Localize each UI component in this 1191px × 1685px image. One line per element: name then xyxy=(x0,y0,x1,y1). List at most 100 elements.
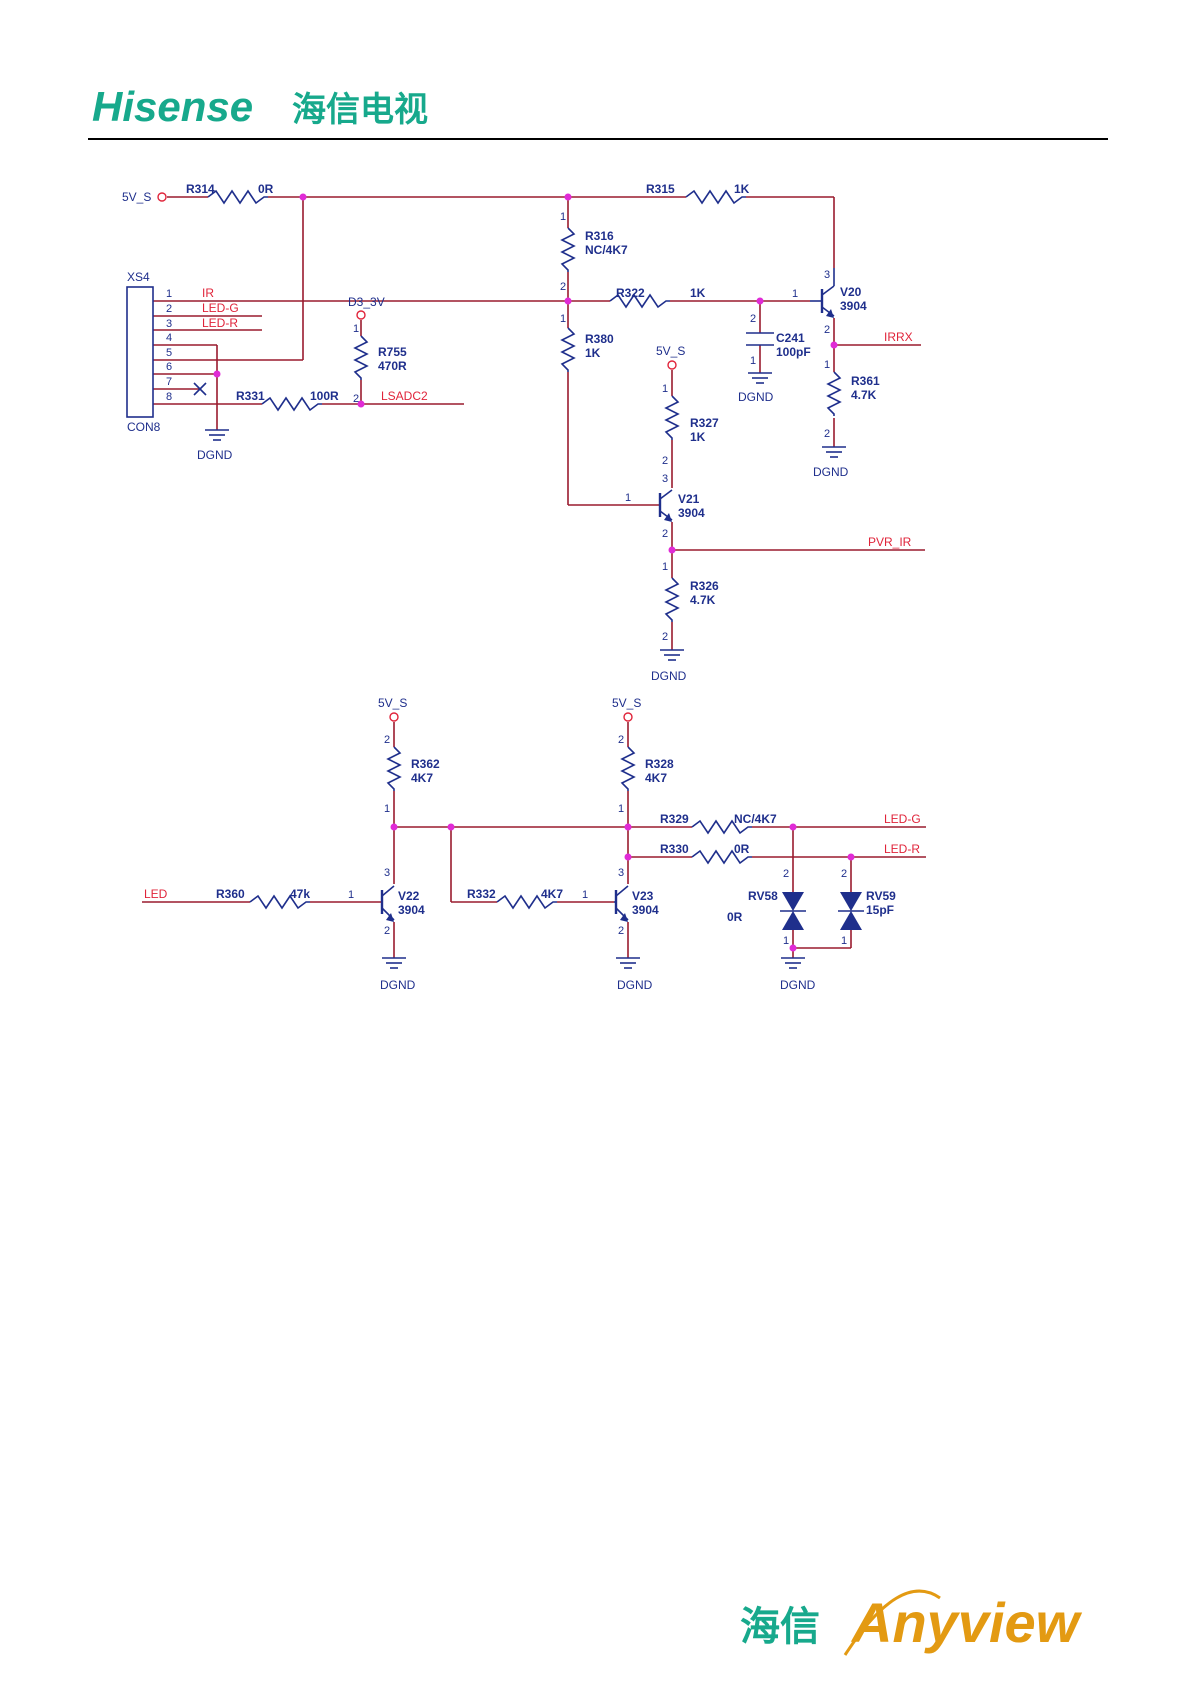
R326-value: 4.7K xyxy=(690,593,716,607)
ground-symbols xyxy=(205,372,846,969)
connector-pin-8: 8 xyxy=(166,391,172,403)
V22-ref: V22 xyxy=(398,889,420,903)
R360-symbol xyxy=(249,894,310,910)
pin-v20-1: 1 xyxy=(792,288,798,300)
junctions xyxy=(213,193,855,952)
pin-r328-2: 2 xyxy=(618,734,624,746)
R314-ref: R314 xyxy=(186,182,215,196)
connector-pin-2: 2 xyxy=(166,303,172,315)
R316-symbol xyxy=(560,227,576,272)
connector-pin-6: 6 xyxy=(166,361,172,373)
R332-value: 4K7 xyxy=(541,887,563,901)
power-5v-v22-label: 5V_S xyxy=(378,696,407,710)
connector-pin-1: 1 xyxy=(166,288,172,300)
component-labels: R314 0R R315 1K R316 NC/4K7 R322 1K R380… xyxy=(186,182,896,924)
V23-ref: V23 xyxy=(632,889,654,903)
R327-value: 1K xyxy=(690,430,706,444)
power-5v-label: 5V_S xyxy=(122,190,151,204)
resistor-symbols xyxy=(207,189,842,910)
C241-value: 100pF xyxy=(776,345,811,359)
pin-rv58-2: 2 xyxy=(783,868,789,880)
ground-labels: DGND DGND DGND DGND DGND DGND DGND xyxy=(197,390,849,992)
R316-ref: R316 xyxy=(585,229,614,243)
R362-value: 4K7 xyxy=(411,771,433,785)
pin-c241-1: 1 xyxy=(750,355,756,367)
gnd-r326 xyxy=(660,649,684,661)
R328-symbol xyxy=(620,746,636,791)
footer-logo-cn: 海信 xyxy=(740,1604,820,1650)
transistor-symbols xyxy=(380,268,835,922)
power-symbols: 5V_S D3_3V 5V_S 5V_S 5V_S xyxy=(122,190,685,722)
R361-ref: R361 xyxy=(851,374,880,388)
R380-value: 1K xyxy=(585,346,601,360)
net-led-r: LED-R xyxy=(884,842,920,856)
pin-r361-1: 1 xyxy=(824,359,830,371)
pin-r380-1: 1 xyxy=(560,313,566,325)
R361-value: 4.7K xyxy=(851,388,877,402)
pin-v21-3: 3 xyxy=(662,473,668,485)
footer-logo-swoosh xyxy=(843,1589,941,1656)
pin-v20-3: 3 xyxy=(824,269,830,281)
gnd-v23 xyxy=(616,957,640,969)
R322-ref: R322 xyxy=(616,286,645,300)
RV58-ref: RV58 xyxy=(748,889,778,903)
R328-ref: R328 xyxy=(645,757,674,771)
gnd-r361 xyxy=(822,446,846,458)
power-3v3-port xyxy=(356,310,366,320)
R329-ref: R329 xyxy=(660,812,689,826)
connector-pin-3: 3 xyxy=(166,318,172,330)
footer-logo-en: Anyview xyxy=(850,1591,1083,1654)
pin-r326-1: 1 xyxy=(662,561,668,573)
connector-pin-7: 7 xyxy=(166,376,172,388)
R315-ref: R315 xyxy=(646,182,675,196)
V23-symbol xyxy=(614,885,629,922)
wires-upper xyxy=(153,196,925,650)
power-5v-port xyxy=(157,192,167,202)
pin-v22-2: 2 xyxy=(384,925,390,937)
R332-symbol xyxy=(496,894,557,910)
connector-net-ledr: LED-R xyxy=(202,316,238,330)
R331-value: 100R xyxy=(310,389,339,403)
net-labels: LSADC2 IRRX PVR_IR LED LED-G LED-R xyxy=(144,330,921,901)
R360-ref: R360 xyxy=(216,887,245,901)
power-5v-v21-label: 5V_S xyxy=(656,344,685,358)
pin-r327-1: 1 xyxy=(662,383,668,395)
V20-symbol xyxy=(810,268,835,318)
pin-r362-2: 2 xyxy=(384,734,390,746)
R326-symbol xyxy=(664,577,680,622)
R326-ref: R326 xyxy=(690,579,719,593)
gnd-c241 xyxy=(748,372,772,384)
R380-symbol xyxy=(560,327,576,372)
R327-symbol xyxy=(664,395,680,440)
R329-symbol xyxy=(691,819,752,835)
gnd-connector xyxy=(205,429,229,441)
R380-ref: R380 xyxy=(585,332,614,346)
RV59-ref: RV59 xyxy=(866,889,896,903)
connector-body xyxy=(126,286,154,418)
gnd-label-connector: DGND xyxy=(197,448,233,462)
pin-v23-2: 2 xyxy=(618,925,624,937)
RV59-value: 15pF xyxy=(866,903,894,917)
pin-r361-2: 2 xyxy=(824,428,830,440)
V22-value: 3904 xyxy=(398,903,425,917)
connector-type: CON8 xyxy=(127,420,161,434)
gnd-label-v23: DGND xyxy=(617,978,653,992)
wires-lower xyxy=(142,722,926,958)
net-led-g: LED-G xyxy=(884,812,921,826)
pin-r755-1: 1 xyxy=(353,323,359,335)
R331-symbol xyxy=(261,396,322,412)
pin-r755-2: 2 xyxy=(353,393,359,405)
hisense-cn-logo: 海信电视 xyxy=(292,90,428,130)
header: Hisense 海信电视 xyxy=(88,83,1108,140)
V21-symbol xyxy=(658,489,673,522)
R330-value: 0R xyxy=(734,842,750,856)
V21-value: 3904 xyxy=(678,506,705,520)
power-5v-v23-port xyxy=(623,712,633,722)
gnd-label-r361: DGND xyxy=(813,465,849,479)
hisense-logo: Hisense xyxy=(92,83,253,130)
pin-c241-2: 2 xyxy=(750,313,756,325)
R330-symbol xyxy=(691,849,752,865)
gnd-label-c241: DGND xyxy=(738,390,774,404)
power-5v-v21-port xyxy=(667,360,677,370)
pin-r328-1: 1 xyxy=(618,803,624,815)
